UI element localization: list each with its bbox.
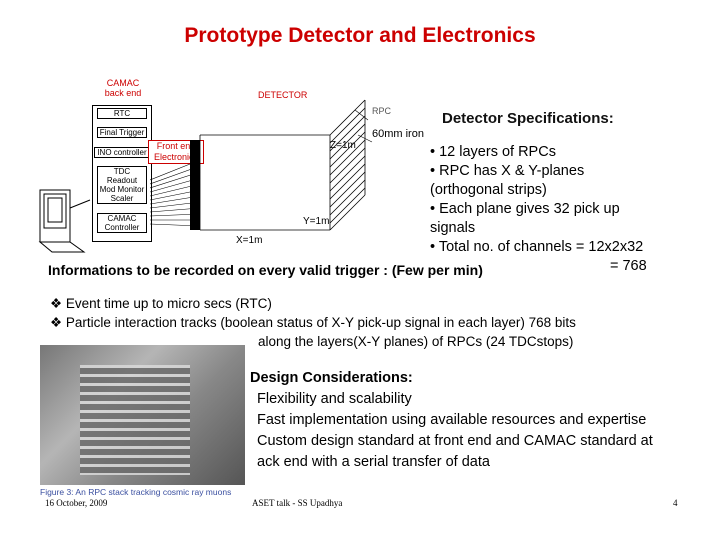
page-number: 4 [673,498,678,508]
info-bullet: ❖ Event time up to micro secs (RTC) [50,296,272,311]
x-dimension-label: X=1m [236,235,263,246]
spec-line: • RPC has X & Y-planes [430,163,585,179]
spec-line: signals [430,220,476,236]
specs-list: • 12 layers of RPCs • RPC has X & Y-plan… [430,143,647,276]
diamond-bullet-icon: ❖ [50,315,66,330]
rpc-label: RPC [372,106,392,116]
design-line: Flexibility and scalability [257,391,412,407]
camac-back-end-label: CAMAC back end [104,78,142,98]
rpc-stack-drawing [150,99,373,231]
diamond-bullet-icon: ❖ [50,296,66,311]
computer-icon [38,189,91,253]
info-bullet: along the layers(X-Y planes) of RPCs (24… [258,334,574,349]
footer-talk: ASET talk - SS Upadhya [252,498,343,508]
info-bullet: ❖ Particle interaction tracks (boolean s… [50,315,576,330]
rack-box-final-trigger: Final Trigger [97,127,147,138]
y-dimension-label: Y=1m [303,216,330,227]
rpc-stack-photo [40,345,245,485]
spec-line: (orthogonal strips) [430,182,547,198]
rack-box-ino-controller: INO controller [94,147,150,158]
rack-box-tdc-readout: TDC Readout Mod Monitor Scaler [97,166,147,204]
info-bullets: ❖ Event time up to micro secs (RTC) ❖ Pa… [50,294,576,351]
info-title: Informations to be recorded on every val… [48,262,483,278]
slide-title: Prototype Detector and Electronics [184,24,536,47]
design-list: Flexibility and scalability Fast impleme… [257,389,653,473]
detector-diagram: CAMAC back end DETECTOR RTC Final Trigge… [0,70,440,260]
rack-box-camac-controller: CAMAC Controller [97,213,147,233]
design-line: Custom design standard at front end and … [257,433,653,449]
spec-line: • Each plane gives 32 pick up [430,201,620,217]
photo-caption: Figure 3: An RPC stack tracking cosmic r… [40,487,232,497]
design-title: Design Considerations: [250,370,413,386]
spec-line: = 768 [610,258,647,274]
specs-title: Detector Specifications: [442,110,614,127]
spec-line: • 12 layers of RPCs [430,144,556,160]
design-line: Fast implementation using available reso… [257,412,647,428]
photo-rack-shelves [80,365,190,475]
iron-label: 60mm iron [372,128,424,140]
rack-box-rtc: RTC [97,108,147,119]
footer-date: 16 October, 2009 [45,498,108,508]
spec-line: • Total no. of channels = 12x2x32 [430,239,644,255]
design-line: ack end with a serial transfer of data [257,454,490,470]
detector-label: DETECTOR [258,90,308,100]
z-dimension-label: Z=1m [330,140,356,151]
